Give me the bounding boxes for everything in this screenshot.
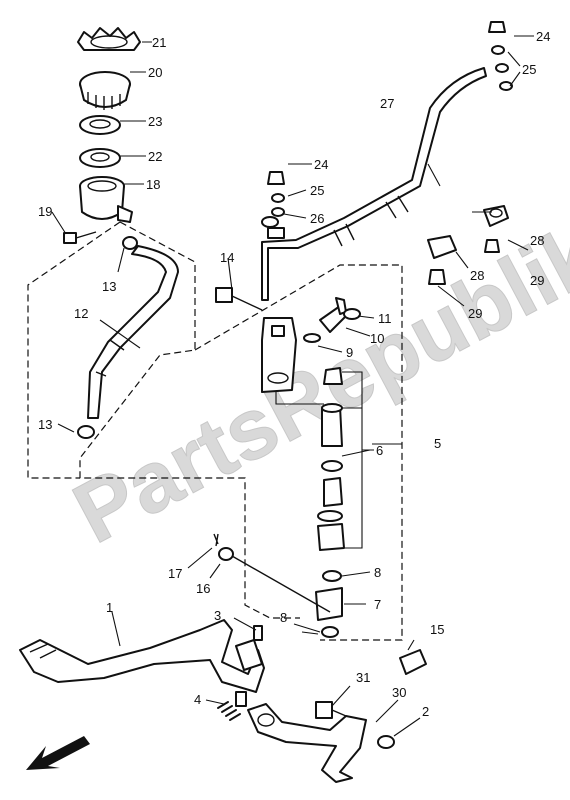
bolt-29-lower (428, 269, 446, 285)
clamp-26-part (267, 227, 285, 239)
clevis-part (315, 587, 343, 638)
callout-20: 20 (148, 65, 162, 80)
callout-5: 5 (434, 436, 441, 451)
callout-2: 2 (422, 704, 429, 719)
master-cylinder-part (261, 317, 297, 393)
callout-16: 16 (196, 581, 210, 596)
callout-17: 17 (168, 566, 182, 581)
callout-30: 30 (392, 685, 406, 700)
piston-kit-bracket (275, 371, 363, 549)
callout-4: 4 (194, 692, 201, 707)
reservoir-group-boundary-left (27, 221, 121, 479)
callout-13-top: 13 (102, 279, 116, 294)
callout-8-upper: 8 (374, 565, 381, 580)
callout-25-middle: 25 (310, 183, 324, 198)
callout-11: 11 (378, 311, 392, 326)
callout-29-lower: 29 (468, 306, 482, 321)
watermark: PartsRepublik (59, 205, 570, 561)
seal-11-part (343, 308, 361, 320)
callout-14: 14 (220, 250, 234, 265)
callout-28-lower: 28 (470, 268, 484, 283)
hose-clamp-13-bottom (77, 425, 95, 439)
bolt-31-part (315, 701, 347, 719)
washer-16-part (218, 547, 234, 561)
bolt-19-part (63, 231, 97, 244)
callout-21: 21 (152, 35, 166, 50)
callout-22: 22 (148, 149, 162, 164)
union-bolt-24-middle (267, 171, 285, 217)
pin-axis-line (231, 555, 331, 613)
callout-19: 19 (38, 204, 52, 219)
arrow-down-left-icon (26, 736, 90, 770)
callout-27: 27 (380, 96, 394, 111)
callout-26: 26 (310, 211, 324, 226)
reservoir-tank-part (79, 176, 133, 223)
callout-24-middle: 24 (314, 157, 328, 172)
hose-holder-28-upper (483, 205, 509, 227)
callout-12: 12 (74, 306, 88, 321)
o-ring-9-part (303, 333, 321, 343)
hose-clamp-13-top (122, 236, 138, 250)
cap-guard-part (77, 27, 141, 51)
callout-18: 18 (146, 177, 160, 192)
callout-9: 9 (346, 345, 353, 360)
callout-31: 31 (356, 670, 370, 685)
reservoir-cap-part (79, 71, 131, 110)
callout-23: 23 (148, 114, 162, 129)
union-bolt-24-top (488, 21, 513, 91)
piston-kit-part (317, 367, 345, 582)
spring-4-part (217, 691, 247, 721)
callout-10: 10 (370, 331, 384, 346)
callout-6: 6 (376, 443, 383, 458)
cotter-pin-17-part (213, 533, 219, 547)
plate-part (79, 148, 121, 168)
bolt-29-upper (484, 239, 500, 253)
callout-29-upper: 29 (530, 273, 544, 288)
callout-7: 7 (374, 597, 381, 612)
master-cylinder-boundary (194, 264, 403, 641)
leader-lines (51, 35, 534, 737)
callout-28-upper: 28 (530, 233, 544, 248)
callout-3: 3 (214, 608, 221, 623)
pin-15-part (399, 649, 427, 675)
washer-2-part (377, 735, 395, 749)
pedal-arm-part (247, 703, 367, 783)
callout-13-bottom: 13 (38, 417, 52, 432)
callout-8-lower: 8 (280, 610, 287, 625)
callout-25-top: 25 (522, 62, 536, 77)
brake-pedal-part (19, 619, 265, 693)
bolt-14-part (215, 287, 263, 311)
callout-1: 1 (106, 600, 113, 615)
diaphragm-part (79, 115, 121, 135)
callout-24-top: 24 (536, 29, 550, 44)
reservoir-hose-part (87, 245, 179, 419)
hose-holder-28-lower (427, 235, 457, 259)
callout-15: 15 (430, 622, 444, 637)
reservoir-group-boundary (79, 221, 300, 619)
